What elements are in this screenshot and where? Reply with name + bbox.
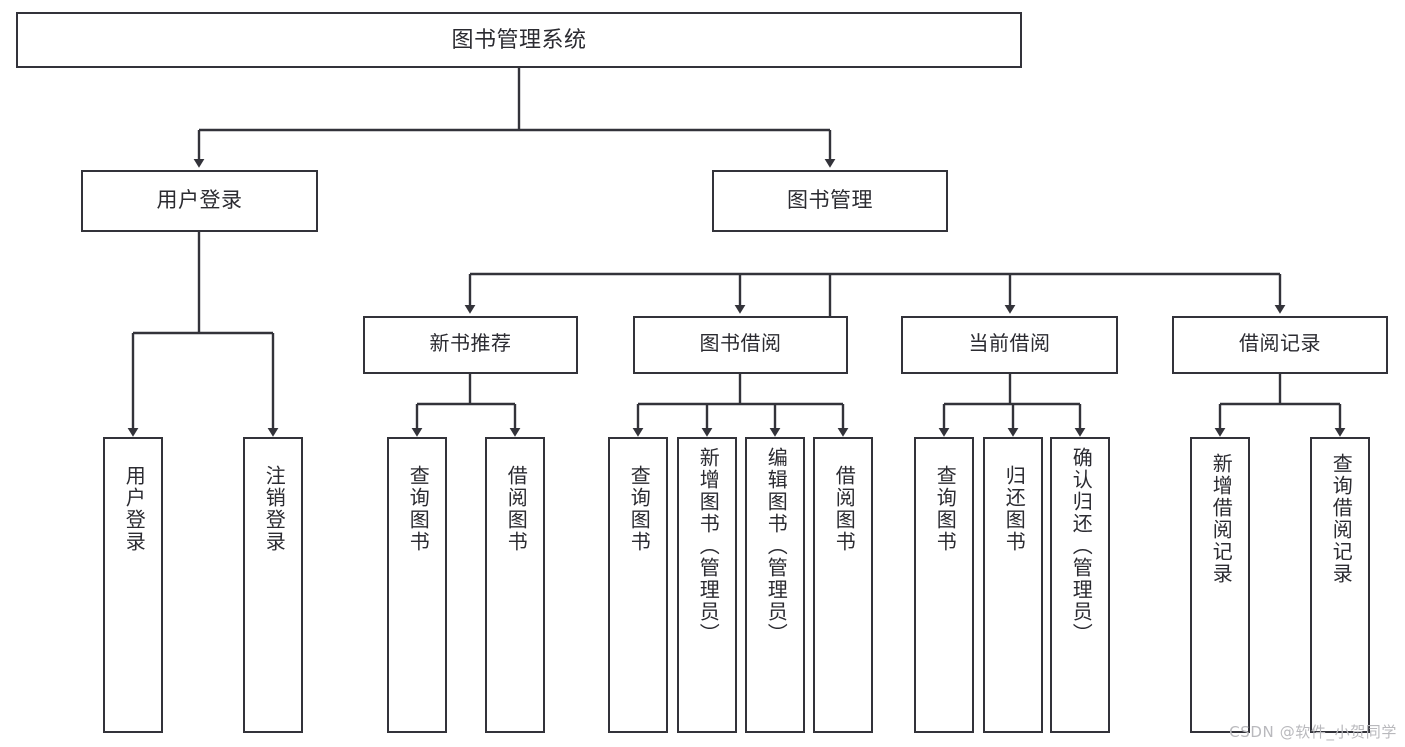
node-leaf-query-borrow-record[interactable]: 查询借阅记录: [1310, 437, 1370, 733]
node-leaf-user-login[interactable]: 用户登录: [103, 437, 163, 733]
node-leaf-query-borrow-record-label: 查询借阅记录: [1329, 453, 1352, 585]
node-leaf-borrow-book-2-label: 借阅图书: [832, 465, 855, 553]
node-book-borrow[interactable]: 图书借阅: [633, 316, 848, 374]
node-current-borrow[interactable]: 当前借阅: [901, 316, 1118, 374]
node-leaf-query-book-1-label: 查询图书: [406, 465, 429, 553]
node-book-manage-label: 图书管理: [787, 188, 873, 212]
node-leaf-borrow-book-1[interactable]: 借阅图书: [485, 437, 545, 733]
node-leaf-query-book-3-label: 查询图书: [933, 465, 956, 553]
node-user-login[interactable]: 用户登录: [81, 170, 318, 232]
node-leaf-confirm-return-admin-label: 确认归还（管理员）: [1069, 447, 1092, 645]
node-borrow-record-label: 借阅记录: [1239, 333, 1321, 356]
node-user-login-label: 用户登录: [156, 188, 243, 212]
node-leaf-logout-login-label: 注销登录: [262, 465, 285, 553]
node-new-book-recommend-label: 新书推荐: [429, 333, 512, 356]
node-leaf-user-login-label: 用户登录: [122, 465, 145, 553]
node-leaf-add-book-admin[interactable]: 新增图书（管理员）: [677, 437, 737, 733]
node-leaf-return-book[interactable]: 归还图书: [983, 437, 1043, 733]
node-book-manage[interactable]: 图书管理: [712, 170, 948, 232]
node-leaf-add-borrow-record-label: 新增借阅记录: [1209, 453, 1232, 585]
node-leaf-add-book-admin-label: 新增图书（管理员）: [696, 447, 719, 645]
node-borrow-record[interactable]: 借阅记录: [1172, 316, 1388, 374]
node-leaf-logout-login[interactable]: 注销登录: [243, 437, 303, 733]
node-current-borrow-label: 当前借阅: [968, 333, 1051, 356]
node-leaf-add-borrow-record[interactable]: 新增借阅记录: [1190, 437, 1250, 733]
node-leaf-confirm-return-admin[interactable]: 确认归还（管理员）: [1050, 437, 1110, 733]
node-leaf-query-book-3[interactable]: 查询图书: [914, 437, 974, 733]
node-leaf-query-book-2[interactable]: 查询图书: [608, 437, 668, 733]
node-new-book-recommend[interactable]: 新书推荐: [363, 316, 578, 374]
node-leaf-query-book-2-label: 查询图书: [627, 465, 650, 553]
node-root-label: 图书管理系统: [451, 27, 587, 53]
node-leaf-edit-book-admin-label: 编辑图书（管理员）: [764, 447, 787, 645]
node-leaf-edit-book-admin[interactable]: 编辑图书（管理员）: [745, 437, 805, 733]
node-leaf-borrow-book-1-label: 借阅图书: [504, 465, 527, 553]
node-leaf-query-book-1[interactable]: 查询图书: [387, 437, 447, 733]
node-leaf-borrow-book-2[interactable]: 借阅图书: [813, 437, 873, 733]
node-leaf-return-book-label: 归还图书: [1002, 465, 1025, 553]
node-book-borrow-label: 图书借阅: [699, 333, 782, 356]
csdn-watermark: CSDN @软件_小贺同学: [1229, 723, 1397, 741]
node-root[interactable]: 图书管理系统: [16, 12, 1022, 68]
